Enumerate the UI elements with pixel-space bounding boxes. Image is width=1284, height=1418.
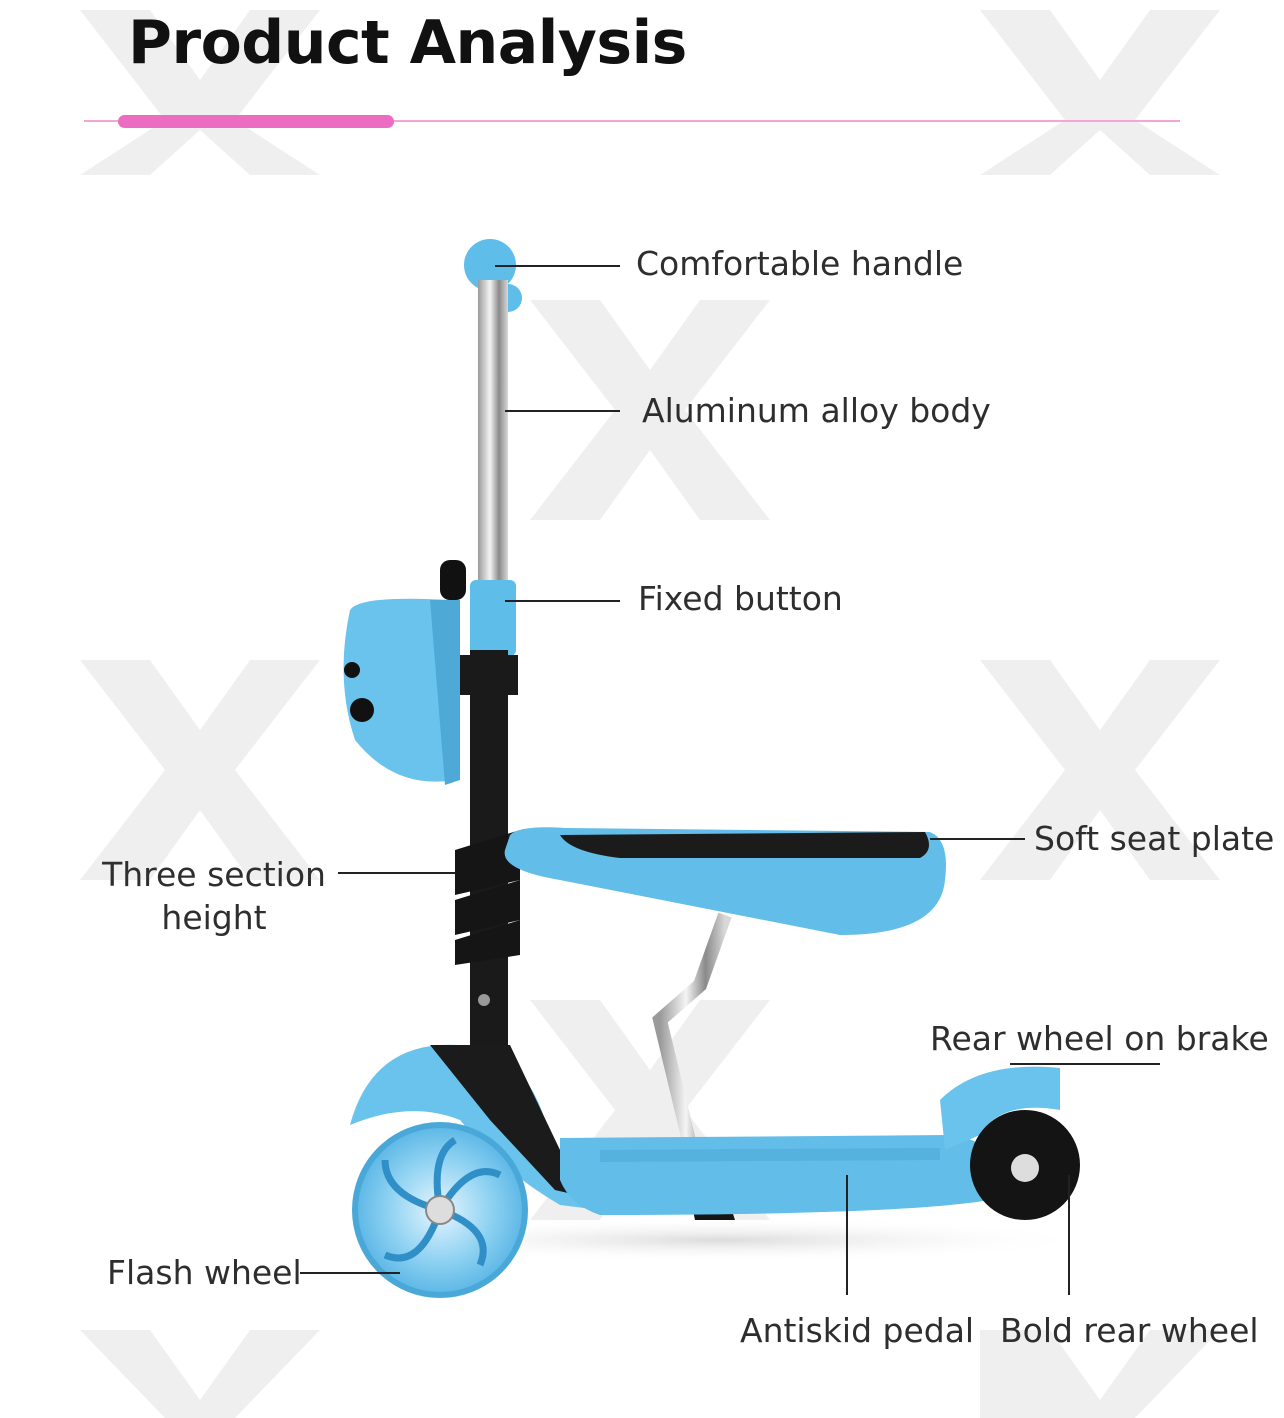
leader-bold-rear-wheel: [1068, 1175, 1070, 1295]
leader-fixed-button: [505, 600, 620, 602]
callout-three-section: Three section height: [98, 854, 330, 940]
callout-three-section-line2: height: [161, 897, 267, 937]
callout-comfortable-handle: Comfortable handle: [636, 244, 964, 283]
leader-three-section: [338, 872, 455, 874]
leader-rear-brake: [1010, 1063, 1160, 1065]
antiskid-deck: [560, 1135, 995, 1215]
fixed-button-collar: [470, 580, 516, 656]
leader-aluminum: [505, 410, 620, 412]
title-divider: [84, 120, 1180, 122]
callout-aluminum-body: Aluminum alloy body: [642, 391, 991, 430]
page-title: Product Analysis: [128, 8, 687, 78]
aluminum-tube: [478, 280, 508, 590]
callout-fixed-button: Fixed button: [638, 579, 843, 618]
callout-soft-seat: Soft seat plate: [1034, 819, 1275, 858]
callout-three-section-line1: Three section: [102, 855, 326, 894]
helmet: [343, 560, 466, 785]
callout-bold-rear-wheel: Bold rear wheel: [1000, 1311, 1259, 1350]
flash-wheel: [352, 1122, 528, 1298]
leader-antiskid-pedal: [846, 1175, 848, 1295]
leader-handle: [495, 265, 620, 267]
callout-antiskid-pedal: Antiskid pedal: [740, 1311, 975, 1350]
leader-flash-wheel: [300, 1272, 400, 1274]
handle-grip: [464, 239, 516, 291]
callout-rear-brake: Rear wheel on brake: [930, 1019, 1269, 1058]
leader-soft-seat: [930, 838, 1025, 840]
rear-wheel: [970, 1110, 1080, 1220]
seat: [504, 827, 946, 935]
title-accent-bar: [118, 115, 394, 128]
callout-flash-wheel: Flash wheel: [107, 1253, 302, 1292]
